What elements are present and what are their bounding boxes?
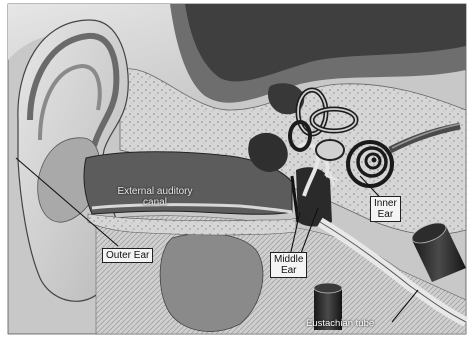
vestibule <box>316 140 344 160</box>
gland-mass <box>160 234 263 332</box>
label-external-auditory-canal-line2: canal <box>100 197 210 208</box>
label-inner-ear-line1: Inner <box>374 198 397 209</box>
label-eustachian-tube-text: Eustachian tube <box>306 318 374 329</box>
label-outer-ear: Outer Ear <box>102 248 153 263</box>
label-eustachian-tube: Eustachian tube <box>306 318 374 329</box>
label-outer-ear-text: Outer Ear <box>106 250 149 261</box>
label-inner-ear-line2: Ear <box>374 209 397 220</box>
label-middle-ear-line1: Middle <box>274 254 303 265</box>
label-middle-ear: Middle Ear <box>270 252 307 278</box>
label-middle-ear-line2: Ear <box>274 265 303 276</box>
label-external-auditory-canal: External auditory canal <box>100 186 210 208</box>
label-external-auditory-canal-line1: External auditory <box>100 186 210 197</box>
label-inner-ear: Inner Ear <box>370 196 401 222</box>
